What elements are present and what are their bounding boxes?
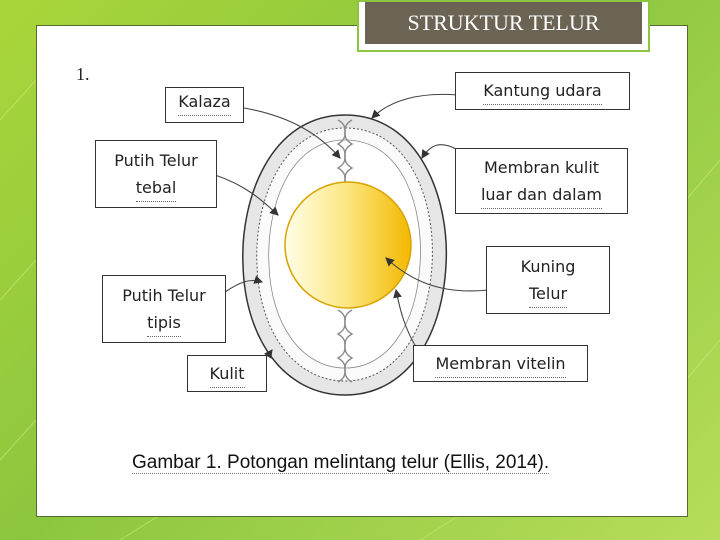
figure-caption-text: Gambar 1. Potongan melintang telur (Elli…: [132, 452, 549, 474]
arrow-membran-kulit: [422, 145, 458, 158]
label-membran-kulit: Membran kulit luar dan dalam: [455, 148, 628, 214]
label-kuning-line2: Telur: [529, 280, 567, 308]
label-putih-tipis-line2: tipis: [147, 309, 181, 337]
label-kulit-text: Kulit: [210, 360, 245, 388]
arrow-kantung: [372, 94, 458, 118]
egg-yolk: [285, 182, 411, 308]
label-kalaza: Kalaza: [165, 87, 244, 123]
label-kantung-udara: Kantung udara: [455, 72, 630, 110]
label-putih-tebal-line2: tebal: [136, 174, 177, 202]
label-membran-vitelin: Membran vitelin: [413, 345, 588, 382]
label-kalaza-text: Kalaza: [178, 88, 230, 116]
label-membran-kulit-line1: Membran kulit: [456, 154, 627, 181]
label-putih-tebal-line1: Putih Telur: [96, 147, 216, 174]
label-kantung-text: Kantung udara: [483, 77, 601, 105]
label-putih-tipis-line1: Putih Telur: [103, 282, 225, 309]
label-membran-vitelin-text: Membran vitelin: [435, 350, 565, 378]
label-membran-kulit-line2: luar dan dalam: [481, 181, 602, 209]
label-kuning-telur: Kuning Telur: [486, 246, 610, 314]
label-putih-tebal: Putih Telur tebal: [95, 140, 217, 208]
label-putih-tipis: Putih Telur tipis: [102, 275, 226, 343]
label-kuning-line1: Kuning: [487, 253, 609, 280]
label-kulit: Kulit: [187, 355, 267, 392]
figure-caption: Gambar 1. Potongan melintang telur (Elli…: [132, 452, 549, 474]
